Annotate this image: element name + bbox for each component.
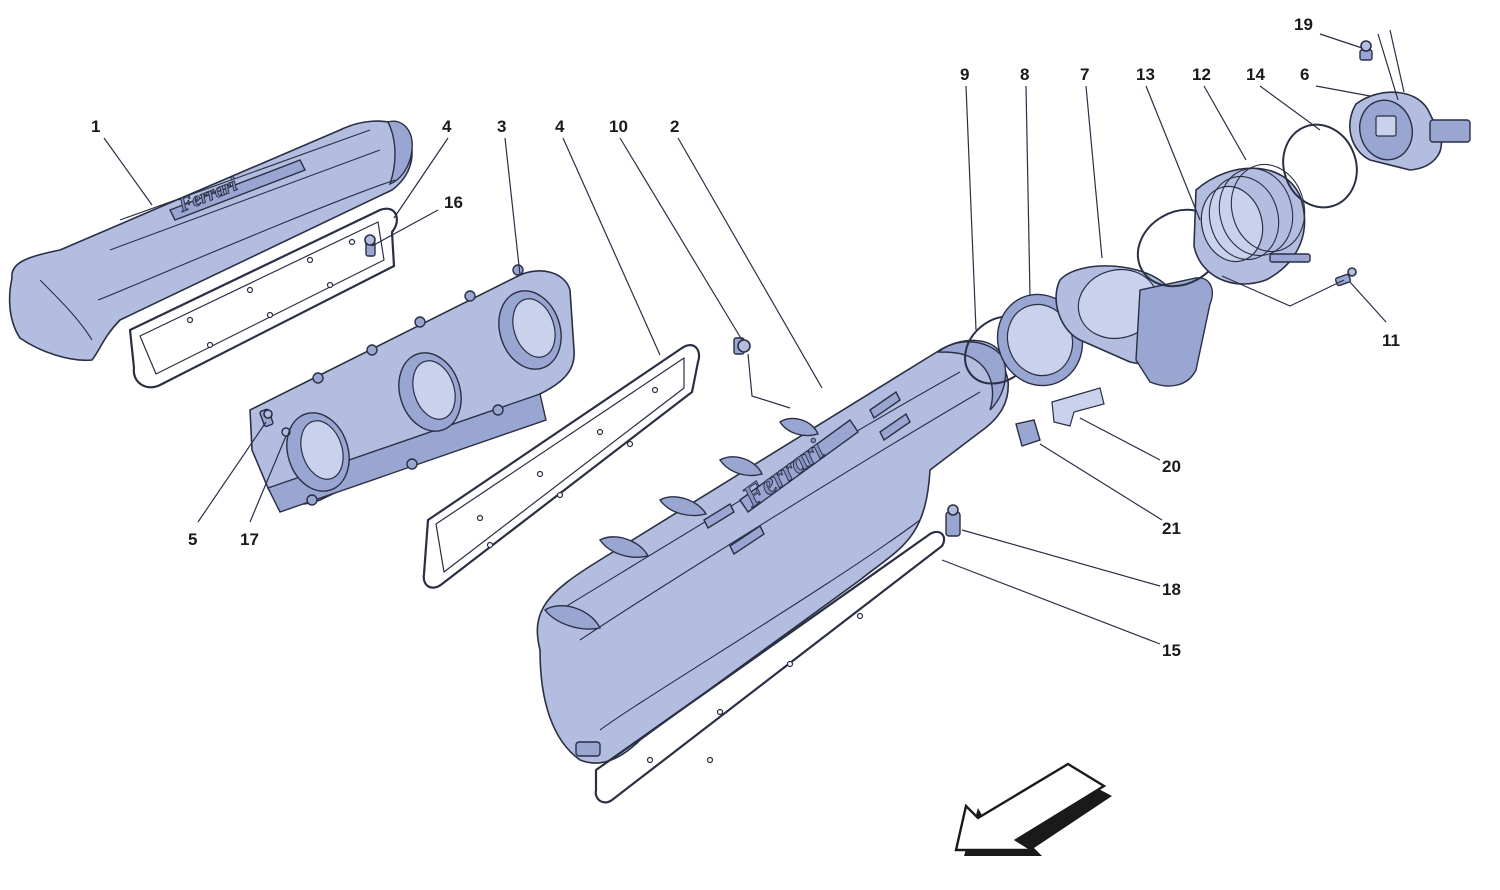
gasket-upper xyxy=(128,207,398,389)
callout-4-upper: 4 xyxy=(442,117,452,136)
throttle-bore-1 xyxy=(286,412,350,492)
sensor-10 xyxy=(733,337,751,355)
throttle-bore-2 xyxy=(398,352,462,432)
callout-7: 7 xyxy=(1080,65,1089,84)
bolt-5-17 xyxy=(259,408,291,437)
callout-5: 5 xyxy=(188,530,197,549)
throttle-body-bank xyxy=(249,264,575,513)
callout-13: 13 xyxy=(1136,65,1155,84)
callout-11: 11 xyxy=(1382,331,1400,350)
callout-4-middle: 4 xyxy=(555,117,565,136)
throttle-bore-3 xyxy=(498,290,562,370)
bracket-20 xyxy=(1051,387,1105,427)
air-mass-meter-6 xyxy=(1349,91,1471,171)
callout-18: 18 xyxy=(1162,580,1181,599)
throttle-adapter-7 xyxy=(1055,265,1214,387)
callout-17: 17 xyxy=(240,530,259,549)
callout-19: 19 xyxy=(1294,15,1313,34)
callout-2: 2 xyxy=(670,117,679,136)
callout-8: 8 xyxy=(1020,65,1029,84)
callout-16: 16 xyxy=(444,193,463,212)
ring-14 xyxy=(1282,123,1358,209)
callout-3: 3 xyxy=(497,117,506,136)
callout-1: 1 xyxy=(91,117,100,136)
callout-9: 9 xyxy=(960,65,969,84)
gasket-lower xyxy=(594,530,946,804)
bellows-hose-12 xyxy=(1193,163,1311,285)
bolt-16 xyxy=(364,234,376,257)
callout-20: 20 xyxy=(1162,457,1181,476)
callout-labels: 1 2 3 4 4 5 6 7 8 9 10 11 12 13 14 15 16… xyxy=(91,15,1400,660)
direction-arrow xyxy=(954,762,1112,856)
clip-lower-left xyxy=(575,741,601,757)
gasket-middle xyxy=(422,344,701,589)
bolt-19 xyxy=(1359,40,1373,61)
sensor-18 xyxy=(945,504,961,537)
callout-14: 14 xyxy=(1246,65,1265,84)
callout-12: 12 xyxy=(1192,65,1211,84)
callout-6: 6 xyxy=(1300,65,1309,84)
leader-lines xyxy=(103,29,1405,645)
callout-15: 15 xyxy=(1162,641,1181,660)
connector-21 xyxy=(1015,419,1041,447)
callout-21: 21 xyxy=(1162,519,1181,538)
callout-10: 10 xyxy=(609,117,628,136)
plenum-main: Ferrari xyxy=(536,339,1010,764)
